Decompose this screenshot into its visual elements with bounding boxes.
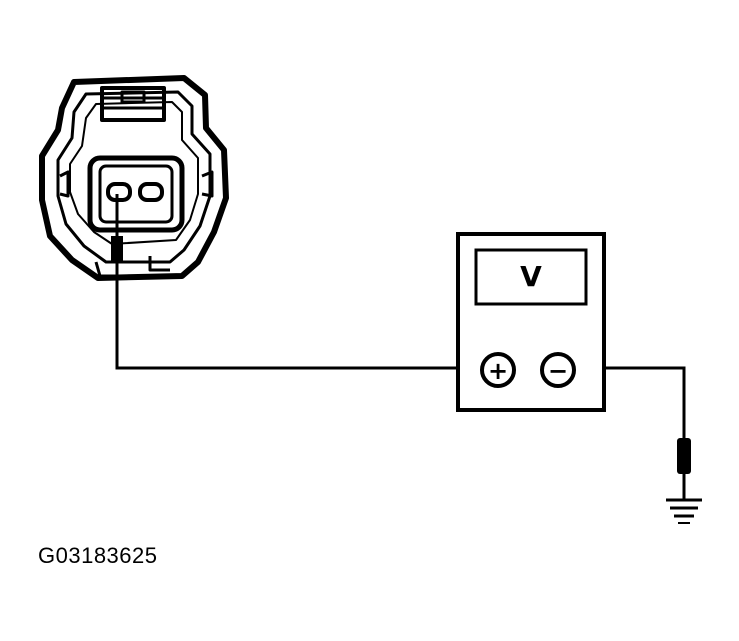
figure-id: G03183625: [38, 543, 158, 568]
negative-terminal-symbol: −: [548, 357, 568, 385]
voltmeter-display-symbol: V: [520, 260, 542, 293]
voltmeter-icon: V + −: [456, 232, 606, 412]
ground-icon: [666, 438, 702, 524]
connector-bottom-foot-right: [148, 256, 170, 272]
connector-terminal-1: [106, 182, 132, 202]
positive-terminal-symbol: +: [488, 357, 508, 385]
connector-bottom-foot-left: [94, 261, 118, 278]
negative-lead-wire: [576, 366, 686, 440]
connector-terminal-2: [138, 182, 164, 202]
probe-handle: [111, 236, 123, 262]
connector-outer-housing: [39, 75, 229, 281]
positive-terminal: [480, 352, 516, 388]
ground-probe-handle: [677, 438, 691, 474]
voltmeter-display: [474, 248, 588, 306]
connector-lock-slot: [120, 90, 146, 104]
connector-cavity-inner: [98, 164, 174, 224]
connector-lock-tab: [100, 86, 166, 122]
probe-icon: [111, 194, 123, 262]
connector-cavity-outer: [87, 155, 185, 233]
connector-right-rib: [201, 170, 214, 198]
positive-lead-wire: [115, 260, 482, 370]
test-leads: [115, 260, 686, 440]
connector-shell-line: [69, 101, 199, 245]
connector-inner-housing: [56, 90, 212, 264]
connector-icon: [39, 75, 229, 281]
connector-left-rib: [59, 170, 70, 198]
negative-terminal: [540, 352, 576, 388]
